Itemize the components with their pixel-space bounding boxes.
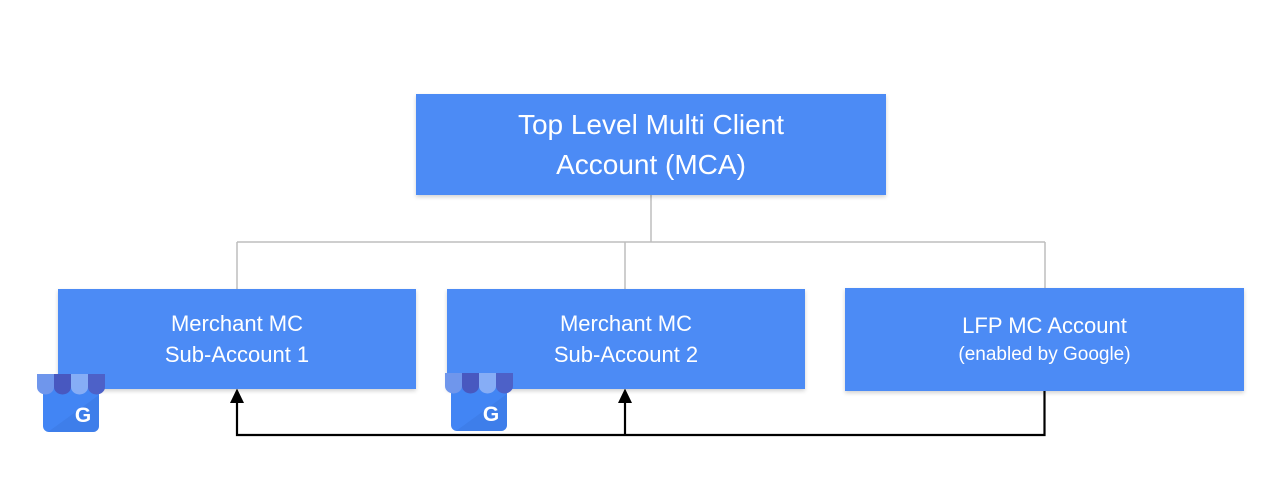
awning-stripe bbox=[37, 374, 54, 395]
node-lfp-mc-account-line2: (enabled by Google) bbox=[958, 344, 1131, 365]
node-merchant-sub-account-1-line2: Sub-Account 1 bbox=[164, 342, 310, 367]
awning-stripe bbox=[88, 374, 105, 395]
google-my-business-icon: G bbox=[37, 374, 105, 432]
node-merchant-sub-account-2: Merchant MC Sub-Account 2 bbox=[447, 289, 805, 389]
lfp-feed-arrowhead-2 bbox=[618, 388, 632, 403]
awning-stripe bbox=[479, 373, 496, 394]
awning-stripe bbox=[54, 374, 71, 395]
node-merchant-sub-account-1-line1: Merchant MC bbox=[170, 311, 304, 336]
tree-connector-lines bbox=[236, 195, 1046, 289]
awning-stripe bbox=[462, 373, 479, 394]
gmb-g-letter: G bbox=[75, 404, 91, 427]
google-my-business-icon: G bbox=[445, 373, 513, 431]
lfp-feed-arrowhead-1 bbox=[230, 388, 244, 403]
awning-stripe bbox=[445, 373, 462, 394]
node-merchant-sub-account-2-line2: Sub-Account 2 bbox=[553, 342, 699, 367]
node-top-level-mca-line2: Account (MCA) bbox=[556, 148, 746, 180]
node-lfp-mc-account: LFP MC Account (enabled by Google) bbox=[845, 288, 1244, 391]
awning-stripe bbox=[71, 374, 88, 395]
awning-stripe bbox=[496, 373, 513, 394]
lfp-feed-arrow-path-main bbox=[235, 391, 1046, 437]
node-lfp-mc-account-line1: LFP MC Account bbox=[962, 313, 1127, 338]
lfp-feed-arrow-lines bbox=[235, 391, 1046, 437]
gmb-g-letter: G bbox=[483, 403, 499, 426]
node-merchant-sub-account-2-line1: Merchant MC bbox=[559, 311, 693, 336]
node-merchant-sub-account-1: Merchant MC Sub-Account 1 bbox=[58, 289, 416, 389]
node-top-level-mca: Top Level Multi Client Account (MCA) bbox=[416, 94, 886, 195]
node-top-level-mca-line1: Top Level Multi Client bbox=[517, 108, 785, 140]
